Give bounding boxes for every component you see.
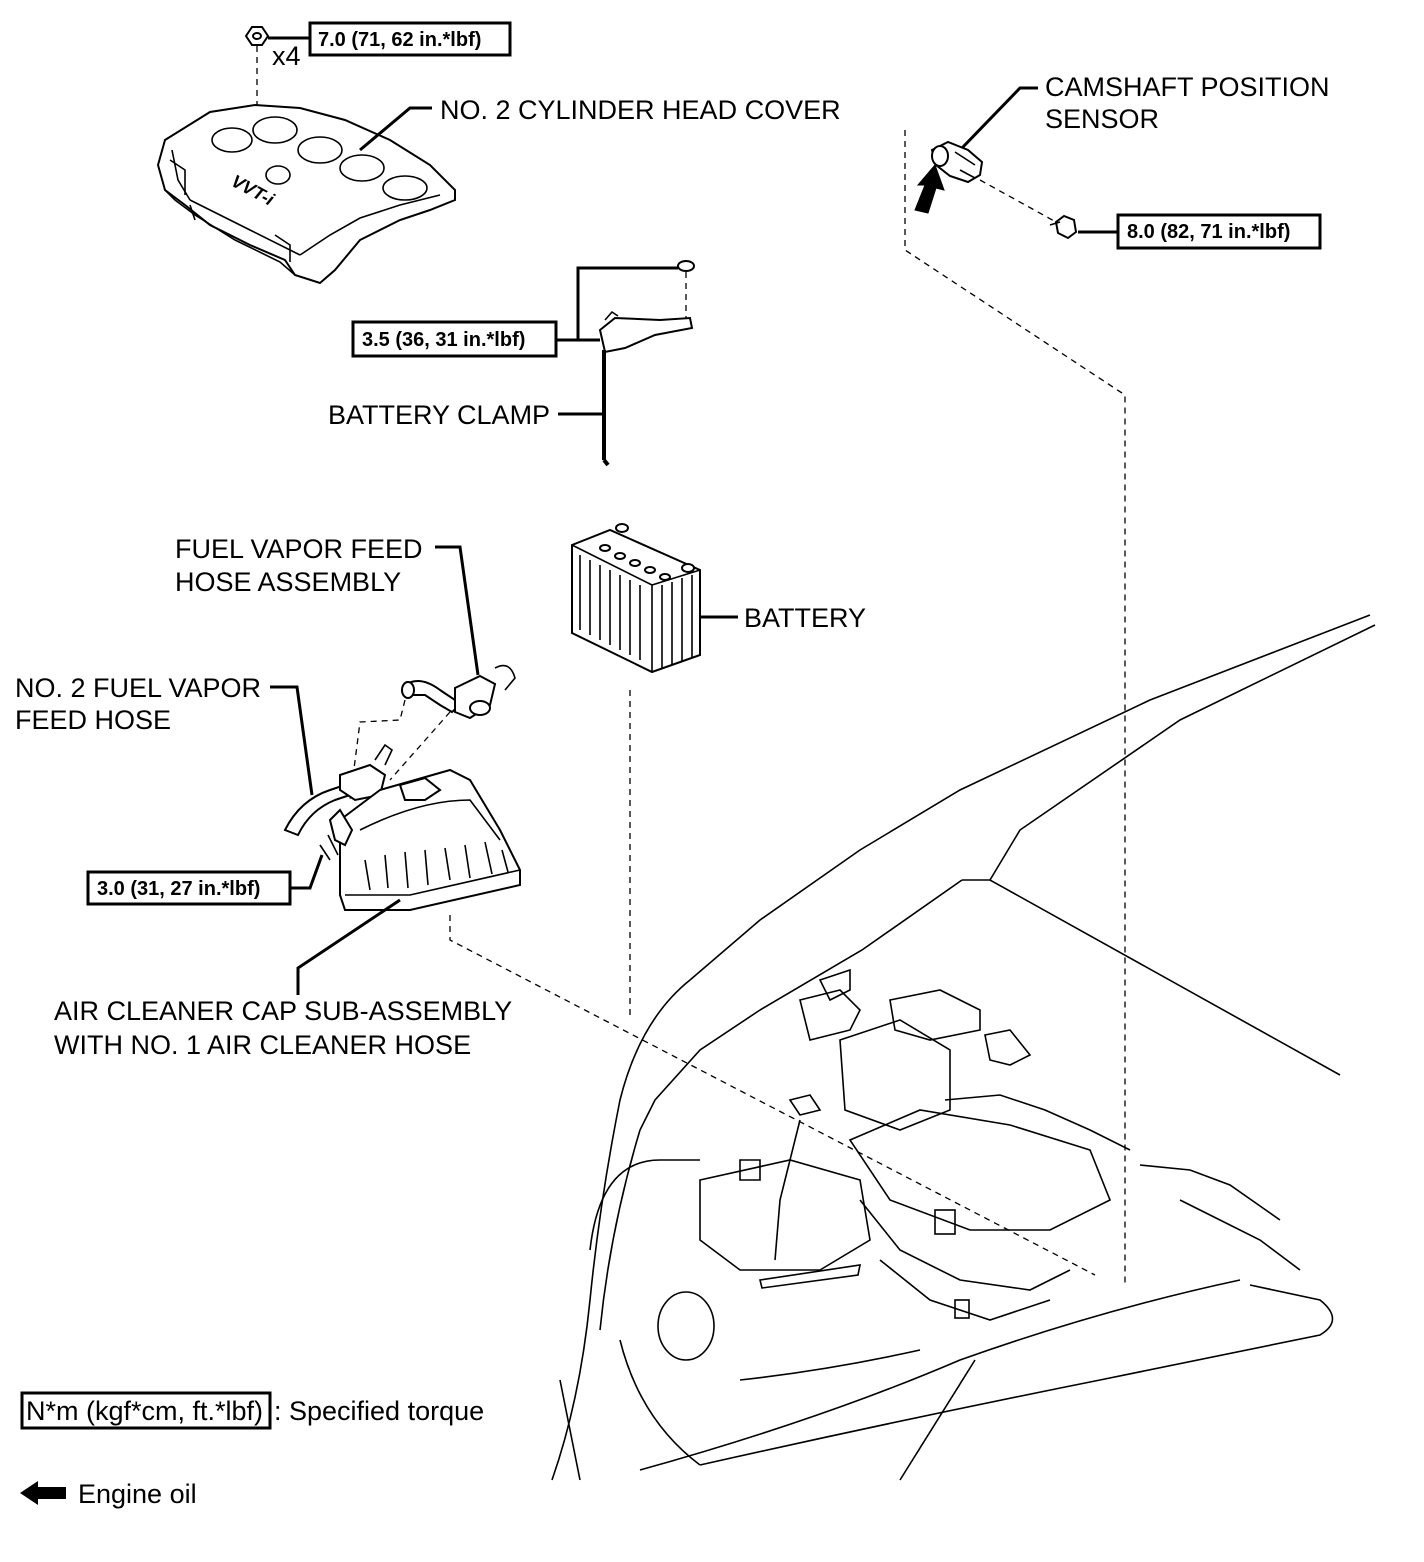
quantity-x4: x4 <box>272 41 301 71</box>
camshaft-sensor-label-line2: SENSOR <box>1045 104 1159 134</box>
fuel-hose-dash-1 <box>349 699 406 801</box>
cylinder-head-cover-label: NO. 2 CYLINDER HEAD COVER <box>440 95 841 125</box>
battery <box>571 523 701 674</box>
no2-fuel-vapor-label-line1: NO. 2 FUEL VAPOR <box>15 673 261 703</box>
legend-torque-unit: N*m (kgf*cm, ft.*lbf) <box>26 1396 263 1426</box>
air-cleaner-dashline <box>449 915 1096 1276</box>
camshaft-position-sensor <box>914 86 1078 240</box>
camshaft-bolt <box>1049 214 1078 240</box>
cover-nut <box>244 26 270 46</box>
vehicle-engine-bay <box>551 614 1376 1481</box>
torque-value-camshaft-bolt: 8.0 (82, 71 in.*lbf) <box>1127 221 1290 243</box>
clamp-nut-leader <box>576 266 678 340</box>
fuel-vapor-feed-label-line2: HOSE ASSEMBLY <box>175 567 401 597</box>
torque-value-battery-clamp: 3.5 (36, 31 in.*lbf) <box>362 329 525 351</box>
engine-oil-arrow-icon <box>914 164 945 214</box>
torque-value-air-cleaner: 3.0 (31, 27 in.*lbf) <box>97 878 260 900</box>
air-cleaner-leader <box>296 898 401 995</box>
torque-box-cover-nut <box>308 21 512 57</box>
fuel-vapor-feed-hose-assembly <box>401 664 516 720</box>
torque-box-camshaft-bolt <box>1116 213 1322 250</box>
cylinder-head-cover-leader <box>359 106 432 152</box>
cylinder-head-cover: VVT-i <box>156 26 456 285</box>
torque-box-air-cleaner <box>86 870 292 906</box>
battery-clamp <box>598 260 695 467</box>
torque-value-cover-nut: 7.0 (71, 62 in.*lbf) <box>318 29 481 51</box>
no2-fuel-vapor-leader <box>270 685 314 796</box>
battery-clamp-label: BATTERY CLAMP <box>328 400 550 430</box>
battery-label: BATTERY <box>744 603 866 633</box>
air-cleaner-cap <box>319 768 521 911</box>
camshaft-dash-path <box>904 130 1126 1285</box>
air-cleaner-label-line1: AIR CLEANER CAP SUB-ASSEMBLY <box>54 996 512 1026</box>
camshaft-sensor-leader <box>960 86 1038 150</box>
no2-fuel-vapor-label-line2: FEED HOSE <box>15 705 171 735</box>
fuel-vapor-feed-leader <box>435 545 480 676</box>
camshaft-bolt-dashline <box>979 179 1057 223</box>
legend-engine-oil: Engine oil <box>78 1479 197 1509</box>
no2-fuel-vapor-feed-hose <box>283 743 394 837</box>
fuel-hose-dash-2 <box>389 711 451 781</box>
fuel-vapor-feed-label-line1: FUEL VAPOR FEED <box>175 534 423 564</box>
camshaft-sensor-label-line1: CAMSHAFT POSITION <box>1045 72 1330 102</box>
air-cleaner-bolt-leader <box>290 854 324 890</box>
torque-box-battery-clamp <box>351 320 558 358</box>
legend-torque-box <box>20 1391 272 1430</box>
air-cleaner-label-line2: WITH NO. 1 AIR CLEANER HOSE <box>54 1030 471 1060</box>
legend-torque-desc: : Specified torque <box>274 1396 484 1426</box>
legend-engine-oil-arrow-icon <box>20 1481 66 1505</box>
